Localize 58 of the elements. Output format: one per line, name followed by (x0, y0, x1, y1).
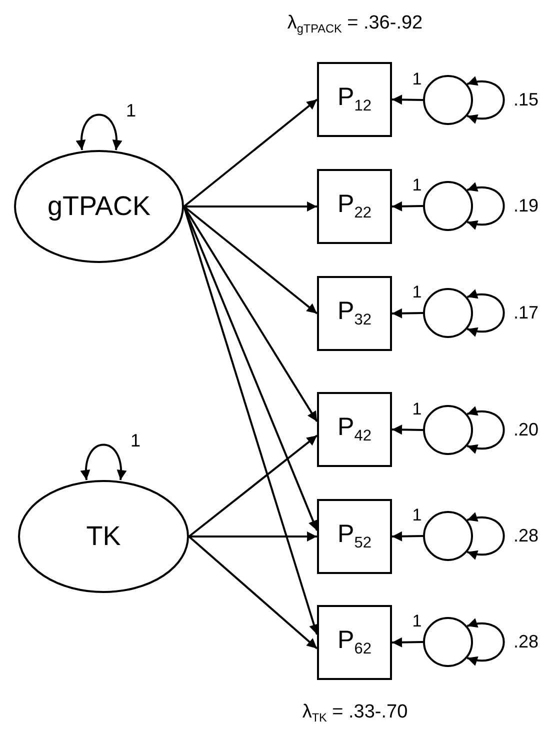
latent-variable-ellipse (18, 480, 189, 593)
edge-label: 1 (411, 400, 423, 418)
indicator-box (317, 499, 392, 574)
edge-label: .28 (513, 526, 539, 546)
indicator-name: P$_{52}$ (338, 520, 372, 553)
variance-loop-arrow (467, 619, 505, 665)
variance-loop-arrow (467, 407, 505, 453)
latent-variable-ellipse (14, 150, 184, 263)
arrow (392, 94, 424, 105)
arrow (188, 434, 318, 538)
variance-loop-arrow (467, 513, 505, 559)
loading-range-label: λ$_{TK}$ = .33-.70 (302, 701, 408, 725)
error-circle (423, 288, 473, 338)
edge-label: 1 (411, 70, 423, 88)
arrow (184, 202, 317, 212)
arrow (392, 531, 424, 542)
indicator-name: P$_{42}$ (338, 413, 372, 446)
arrow (189, 532, 317, 542)
variance-loop-arrow (467, 290, 505, 336)
error-circle (423, 617, 473, 667)
arrow (188, 536, 318, 650)
edge-label: 1 (411, 506, 423, 524)
edge-label: 1 (130, 430, 140, 452)
edge-label: 1 (411, 612, 423, 630)
error-circle (423, 511, 473, 561)
variance-loop-arrow (467, 77, 505, 123)
indicator-name: P$_{12}$ (338, 83, 372, 116)
latent-variable-name: TK (86, 521, 121, 552)
indicator-name: P$_{32}$ (338, 297, 372, 330)
loading-range-label: λ$_{gTPACK}$ = .36-.92 (287, 12, 423, 36)
edge-label: 1 (126, 100, 136, 122)
arrow (183, 206, 318, 314)
edge-label: .15 (513, 90, 539, 110)
variance-loop-arrow (467, 183, 505, 229)
edge-label: 1 (411, 176, 423, 194)
latent-variable-name: gTPACK (47, 191, 151, 222)
edge-label: .17 (513, 302, 539, 324)
edge-label: .20 (513, 420, 539, 440)
indicator-box (317, 169, 392, 244)
error-circle (423, 75, 473, 125)
arrow (392, 201, 424, 212)
arrow (392, 637, 424, 648)
variance-loop-arrow (81, 444, 126, 480)
arrow (392, 308, 424, 318)
variance-loop-arrow (76, 114, 122, 150)
indicator-box (317, 276, 392, 351)
indicator-name: P$_{22}$ (338, 190, 372, 223)
edge-label: 1 (411, 284, 423, 300)
indicator-box (317, 62, 392, 137)
indicator-box (317, 605, 392, 680)
indicator-box (317, 392, 392, 467)
indicator-name: P$_{62}$ (338, 626, 372, 659)
edge-label: .28 (513, 632, 539, 652)
error-circle (423, 405, 473, 455)
error-circle (423, 181, 473, 231)
arrow (392, 424, 424, 435)
edge-label: .19 (513, 196, 539, 216)
arrow (183, 98, 318, 208)
